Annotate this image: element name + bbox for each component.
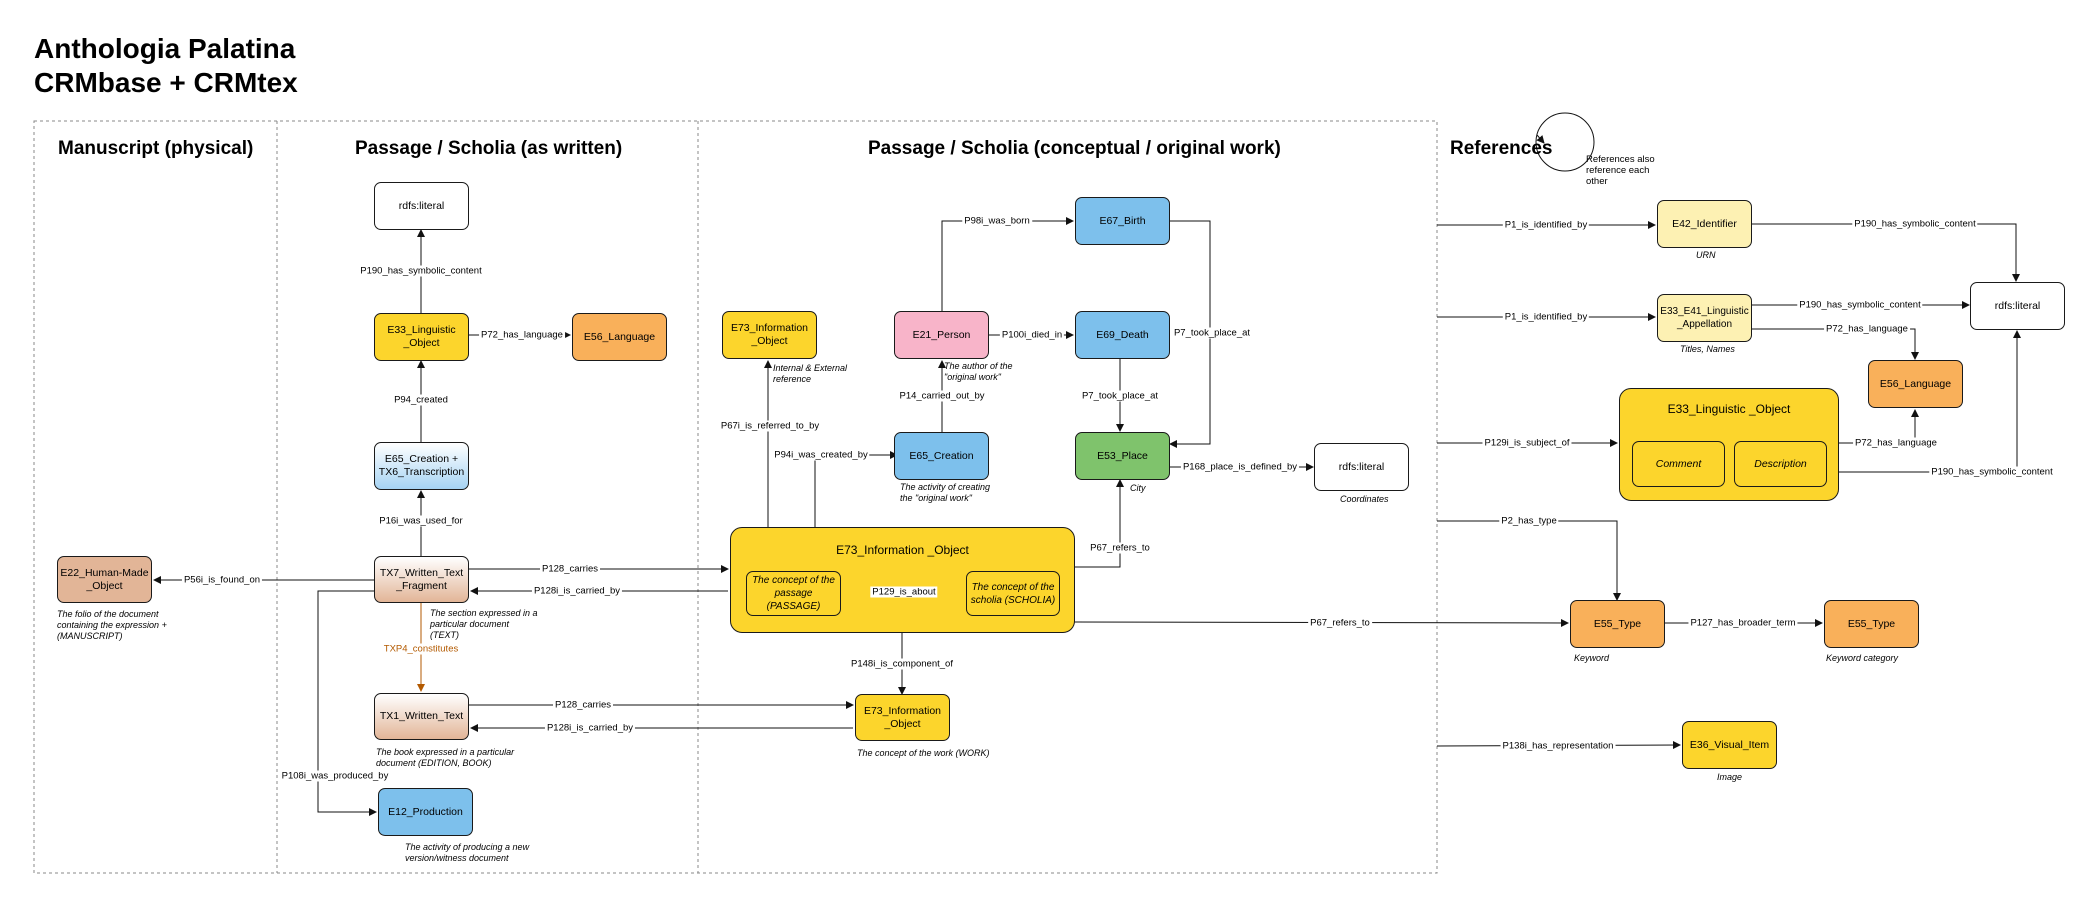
node-rdfs-literal-references[interactable]: rdfs:literal [1970,282,2065,330]
edge-label-p16i: P16i_was_used_for [377,515,465,527]
node-e33-e41-linguistic-appellation[interactable]: E33_E41_Linguistic _Appellation [1657,294,1752,342]
edge-label-p98i: P98i_was_born [962,215,1032,227]
node-e56-language[interactable]: E56_Language [572,313,667,361]
edge-label-p72-appellation: P72_has_language [1824,323,1910,335]
edge-label-p67-type: P67_refers_to [1308,617,1372,629]
caption-e12: The activity of producing a new version/… [405,842,530,863]
node-e33-container-label: E33_Linguistic _Object [1667,402,1791,416]
edge-label-p1-identifier: P1_is_identified_by [1502,219,1590,231]
edge-label-p14: P14_carried_out_by [897,390,987,402]
caption-e55-category: Keyword category [1826,653,1899,663]
node-e33-linguistic-object[interactable]: E33_Linguistic _Object [374,313,469,361]
node-tx1-written-text[interactable]: TX1_Written_Text [374,693,469,740]
node-e21-person[interactable]: E21_Person [894,311,989,359]
caption-e55-keyword: Keyword [1574,653,1610,663]
node-e22-human-made-object[interactable]: E22_Human-Made _Object [57,556,152,603]
node-e55-type-keyword[interactable]: E55_Type [1570,600,1665,648]
caption-rdfs-literal-place: Coordinates [1340,494,1389,504]
edge-label-p129i: P129i_is_subject_of [1482,437,1572,449]
edge-label-p2: P2_has_type [1499,515,1559,527]
node-rdfs-literal-place[interactable]: rdfs:literal [1314,443,1409,491]
node-concept-passage[interactable]: The concept of the passage (PASSAGE) [746,571,841,616]
node-description[interactable]: Description [1734,441,1827,487]
edge-label-p190-appellation: P190_has_symbolic_content [1797,299,1923,311]
node-comment[interactable]: Comment [1632,441,1725,487]
section-conceptual-header: Passage / Scholia (conceptual / original… [868,138,1281,159]
edge-label-p128i-tx1: P128i_is_carried_by [544,722,636,734]
edge-label-p94: P94_created [392,394,450,406]
edge-label-p190-identifier: P190_has_symbolic_content [1852,218,1978,230]
node-e53-place[interactable]: E53_Place [1075,432,1170,480]
section-manuscript-header: Manuscript (physical) [58,138,254,159]
node-e65-creation[interactable]: E65_Creation [894,432,989,480]
node-tx7-written-text-fragment[interactable]: TX7_Written_Text _Fragment [374,556,469,603]
node-e12-production[interactable]: E12_Production [378,788,473,836]
edge-label-p128-tx1: P128_carries [553,699,613,711]
node-rdfs-literal-top[interactable]: rdfs:literal [374,182,469,230]
edge-label-p94i: P94i_was_created_by [772,449,870,461]
caption-e65-creation: The activity of creating the "original w… [900,482,991,503]
section-references-header: References [1450,138,1553,159]
edge-label-p7-birth: P7_took_place_at [1171,327,1253,339]
caption-e36: Image [1717,772,1743,782]
node-e65-creation-tx6[interactable]: E65_Creation + TX6_Transcription [374,442,469,490]
edge-label-p190-references: P190_has_symbolic_content [1929,466,2055,478]
node-e67-birth[interactable]: E67_Birth [1075,197,1170,245]
edge-label-p190-top: P190_has_symbolic_content [358,265,484,277]
diagram-title-line1: Anthologia Palatina [34,33,296,64]
caption-e73-top: Internal & External reference [773,363,848,384]
caption-self-reference: References also reference each other [1586,154,1655,187]
section-written-header: Passage / Scholia (as written) [355,138,623,159]
node-e36-visual-item[interactable]: E36_Visual_Item [1682,721,1777,769]
edge-label-p128i-tx7: P128i_is_carried_by [531,585,623,597]
caption-e33-e41: Titles, Names [1680,344,1735,354]
node-e73-container-label: E73_Information _Object [836,543,969,557]
caption-e42: URN [1696,250,1716,260]
edge-label-p128-tx7: P128_carries [540,563,600,575]
diagram-title-line2: CRMbase + CRMtex [34,67,298,98]
node-e73-information-object-top[interactable]: E73_Information _Object [722,311,817,359]
edge-label-p1-appellation: P1_is_identified_by [1502,311,1590,323]
caption-tx1: The book expressed in a particular docum… [376,747,515,768]
edge-label-p127: P127_has_broader_term [1688,617,1798,629]
edge-label-p129: P129_is_about [870,586,938,598]
node-e56-language-references[interactable]: E56_Language [1868,360,1963,408]
edge-label-p7-death: P7_took_place_at [1079,390,1161,402]
edge-label-p56i: P56i_is_found_on [181,574,263,586]
node-e73-information-object-work[interactable]: E73_Information _Object [855,694,950,741]
node-concept-scholia[interactable]: The concept of the scholia (SCHOLIA) [966,571,1060,616]
caption-e53: City [1130,483,1146,493]
edge-label-p100i: P100i_died_in [999,329,1065,341]
edge-label-p148i: P148i_is_component_of [849,658,955,670]
edge-label-p67i: P67i_is_referred_to_by [718,420,822,432]
node-e55-type-keyword-category[interactable]: E55_Type [1824,600,1919,648]
caption-tx7: The section expressed in a particular do… [430,608,538,640]
edge-label-p72-mid: P72_has_language [479,329,565,341]
edge-label-txp4: TXP4_constitutes [381,643,461,655]
node-e69-death[interactable]: E69_Death [1075,311,1170,359]
edge-label-p108i: P108i_was_produced_by [279,770,391,782]
edge-label-p67-place: P67_refers_to [1088,542,1152,554]
caption-e22: The folio of the document containing the… [57,609,167,641]
node-e42-identifier[interactable]: E42_Identifier [1657,200,1752,248]
edge-label-p72-references: P72_has_language [1853,437,1939,449]
edge-label-p138i: P138i_has_representation [1500,740,1616,752]
section-borders [33,120,1438,874]
edge-label-p168: P168_place_is_defined_by [1180,461,1300,473]
caption-e73-work: The concept of the work (WORK) [857,748,990,758]
caption-e21: The author of the "original work" [944,361,1013,382]
